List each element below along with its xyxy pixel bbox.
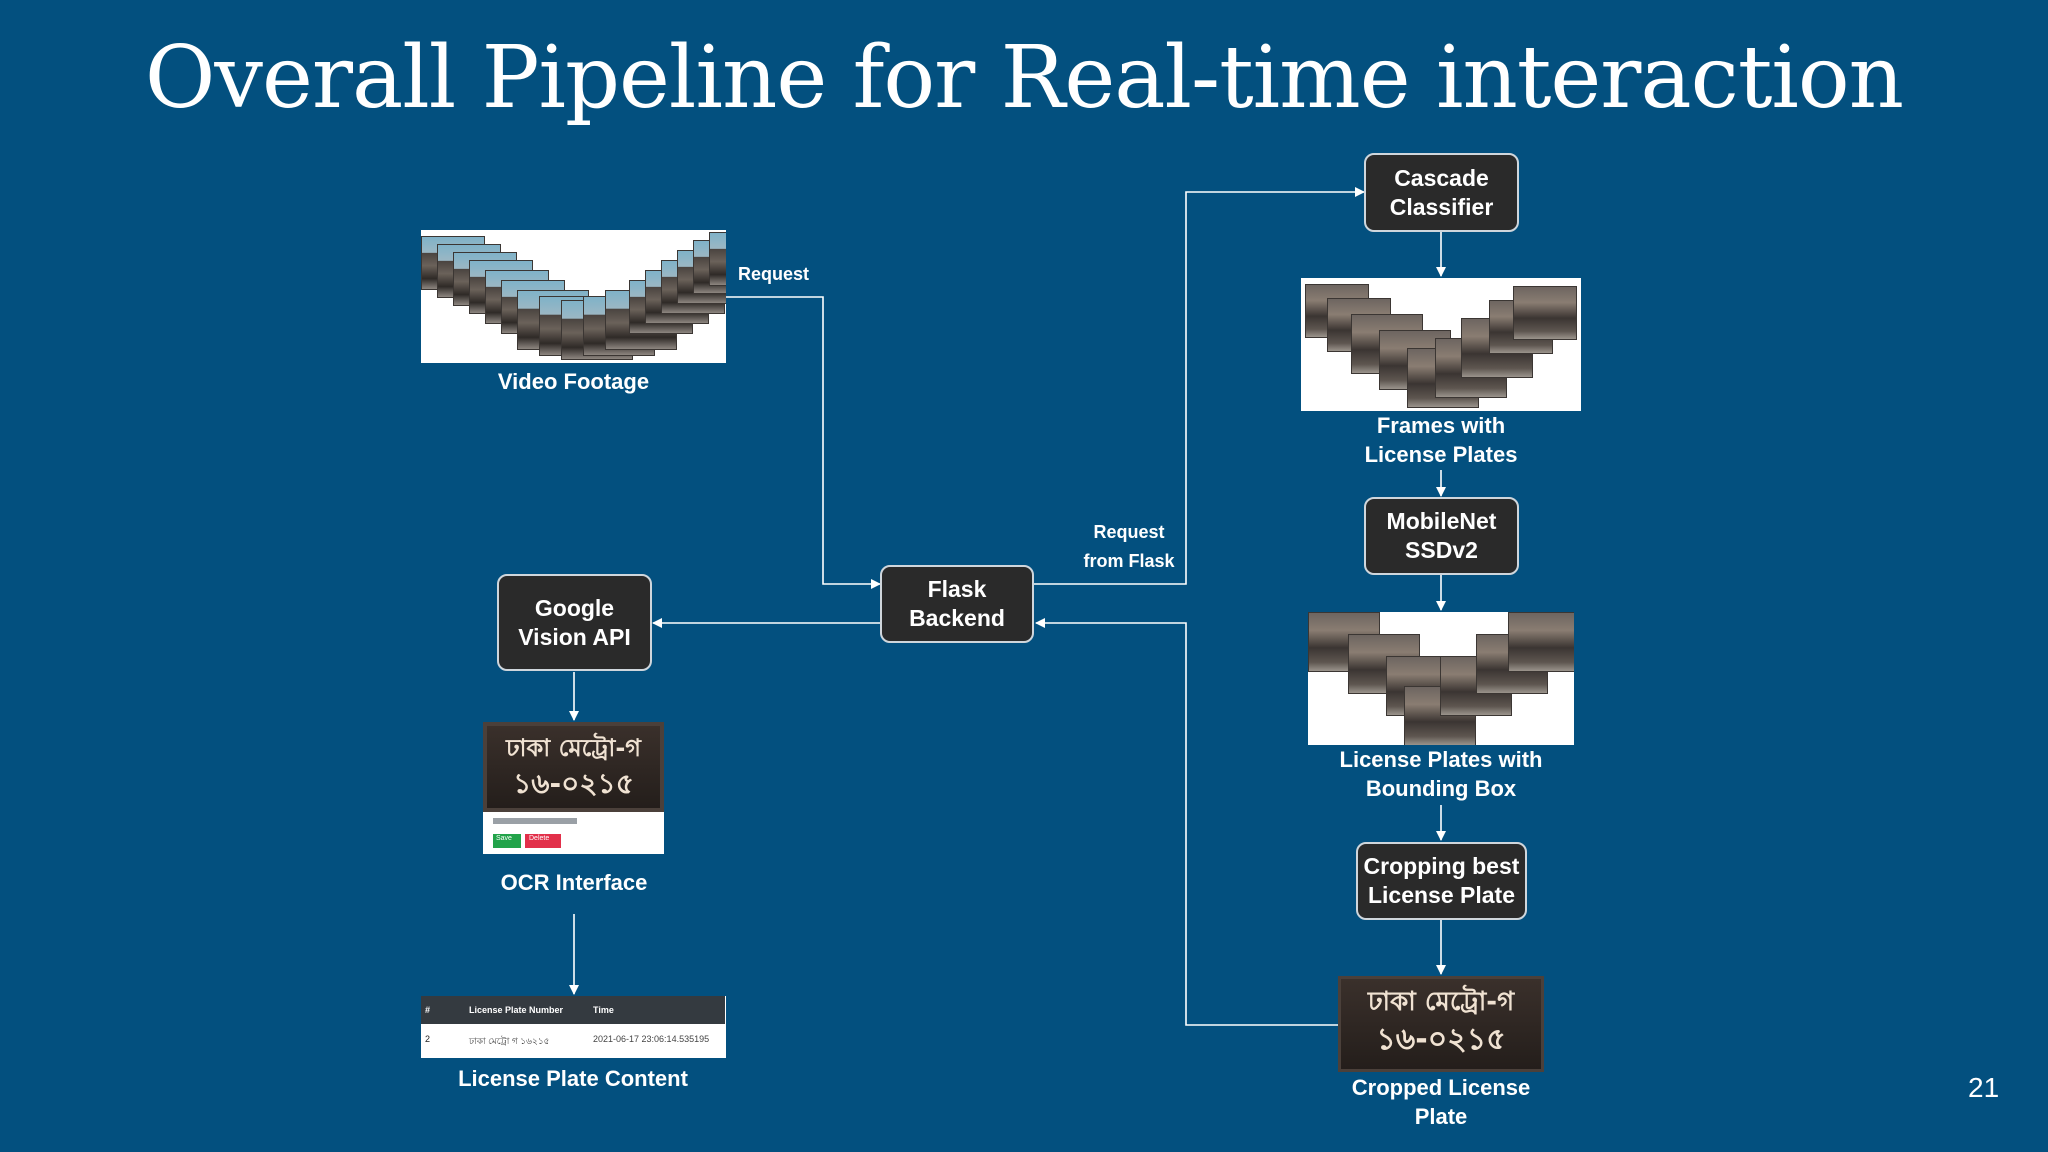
frames-with-plates-image [1301,278,1581,411]
cropped-plate-image: ঢাকা মেট্রো-গ ১৬-০২১৫ [1338,976,1544,1072]
page-title: Overall Pipeline for Real-time interacti… [144,28,1904,128]
ocr-save-button[interactable]: Save [493,834,521,848]
plates-bounding-box-image [1308,612,1574,745]
edge-label-request-from-flask: Request from Flask [1083,522,1175,571]
table-header: # License Plate Number Time [421,996,725,1024]
caption-ocr-interface: OCR Interface [500,870,648,895]
ocr-plate-line-2: ১৬-০২১৫ [513,767,634,800]
google-vision-api-node: Google Vision API [497,574,652,671]
caption-cropped-plate: Cropped License Plate [1351,1075,1531,1129]
table-cell-time: 2021-06-17 23:06:14.535195 [593,1034,710,1044]
arrow-cropped-to-flask [1035,618,1338,1026]
edge-label-request: Request [738,264,810,284]
cropping-best-plate-node: Cropping best License Plate [1356,842,1527,920]
plate-line-2: ১৬-০২১৫ [1376,1022,1506,1057]
page-number: 21 [1968,1072,2000,1103]
ocr-plate-preview: ঢাকা মেট্রো-গ ১৬-০২১৫ [483,722,664,812]
caption-license-plate-content: License Plate Content [458,1066,688,1091]
caption-plates-bounding-box: License Plates with Bounding Box [1339,747,1543,801]
table-row: 2 ঢাকা মেট্রো গ ১৬২১৫ 2021-06-17 23:06:1… [421,1024,725,1058]
ocr-controls: Save Delete [483,812,663,854]
table-header-time: Time [593,1005,614,1015]
ocr-result-text [493,818,577,824]
video-footage-image [421,230,726,363]
table-header-plate: License Plate Number [469,1005,564,1015]
plate-line-1: ঢাকা মেট্রো-গ [1367,987,1515,1017]
caption-video-footage: Video Footage [497,369,650,394]
cascade-classifier-node: Cascade Classifier [1364,153,1519,232]
table-cell-plate: ঢাকা মেট্রো গ ১৬২১৫ [469,1036,550,1046]
table-header-index: # [425,1005,431,1015]
license-plate-content-table: # License Plate Number Time 2 ঢাকা মেট্র… [421,996,726,1058]
ocr-interface-image: ঢাকা মেট্রো-গ ১৬-০২১৫ Save Delete [483,722,664,854]
caption-frames-with-plates: Frames with License Plates [1364,413,1518,467]
ocr-plate-line-1: ঢাকা মেট্রো-গ [505,734,642,762]
flask-backend-node: Flask Backend [880,565,1034,643]
ocr-delete-button[interactable]: Delete [525,834,561,848]
arrow-video-to-flask [726,296,881,589]
arrow-flask-to-cascade [1033,187,1365,585]
table-cell-index: 2 [425,1034,431,1044]
mobilenet-ssdv2-node: MobileNet SSDv2 [1364,497,1519,575]
